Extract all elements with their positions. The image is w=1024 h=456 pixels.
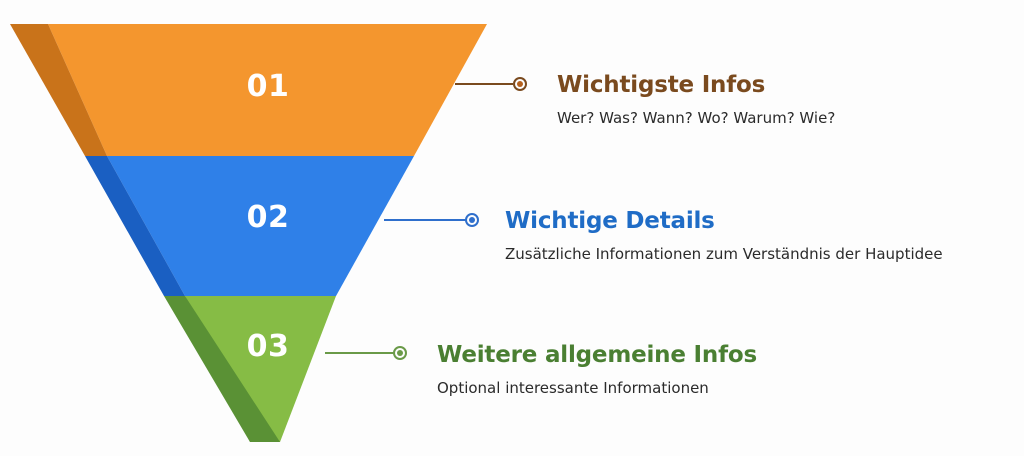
segment-subtitle-02: Zusätzliche Informationen zum Verständni… [505, 245, 943, 263]
pyramid-segment-02 [85, 156, 414, 296]
segment-subtitle-03: Optional interessante Informationen [437, 379, 709, 397]
segment-number-01: 01 [246, 69, 290, 104]
segment-number-03: 03 [246, 329, 290, 364]
pyramid-segment-03 [164, 296, 336, 442]
ring-marker-icon-02 [465, 213, 479, 227]
segment-title-02: Wichtige Details [505, 208, 715, 234]
segment-03-face [185, 296, 336, 442]
pyramid-segment-01 [10, 24, 487, 156]
ring-marker-icon-01 [513, 77, 527, 91]
segment-01-shade [10, 24, 107, 156]
connector-line-03 [325, 352, 394, 354]
label-block-01: Wichtigste Infos Wer? Was? Wann? Wo? War… [557, 70, 835, 128]
segment-number-02: 02 [246, 200, 290, 235]
label-block-03: Weitere allgemeine Infos Optional intere… [437, 340, 757, 398]
segment-subtitle-01: Wer? Was? Wann? Wo? Warum? Wie? [557, 109, 836, 127]
segment-title-01: Wichtigste Infos [557, 72, 766, 98]
segment-02-shade [85, 156, 185, 296]
segment-02-face [107, 156, 414, 296]
connector-line-02 [384, 219, 466, 221]
segment-03-shade [164, 296, 280, 442]
segment-01-face [48, 24, 487, 156]
label-block-02: Wichtige Details Zusätzliche Information… [505, 206, 943, 264]
segment-title-03: Weitere allgemeine Infos [437, 342, 757, 368]
connector-line-01 [455, 83, 513, 85]
ring-marker-icon-03 [393, 346, 407, 360]
